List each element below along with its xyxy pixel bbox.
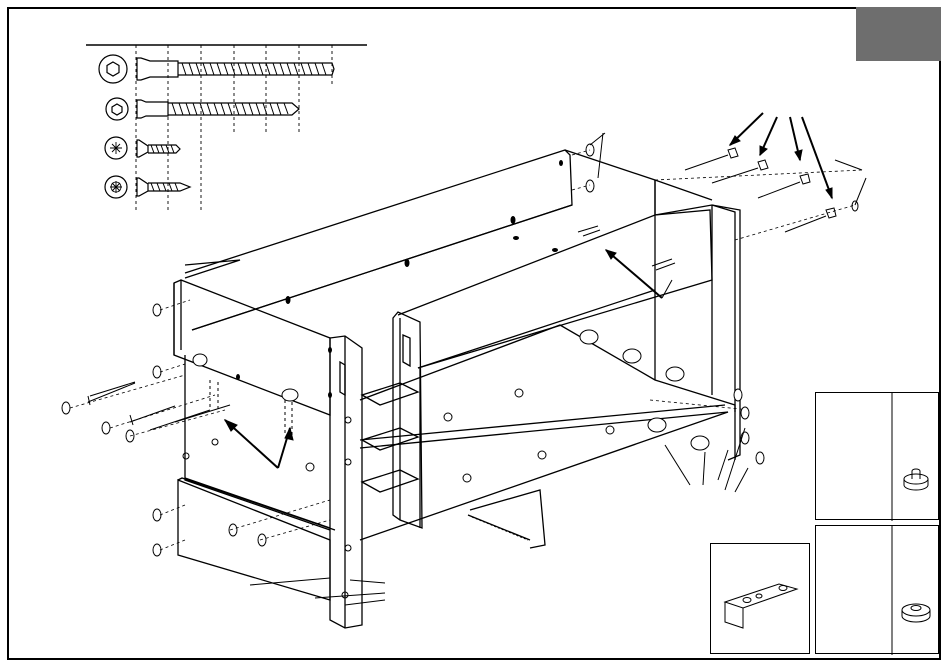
detail-cam-dowel-top	[815, 392, 939, 520]
right-screws	[572, 113, 866, 410]
confirmat-screw-short	[137, 100, 299, 118]
pozidriv-icon	[105, 176, 127, 198]
wood-screw-pointed	[137, 178, 190, 196]
lower-right-arrows	[250, 428, 748, 605]
cabinet-assembly	[174, 150, 740, 628]
bracket-icon	[711, 544, 811, 655]
cam-dowel-icon	[816, 393, 940, 521]
left-screws	[62, 300, 330, 556]
confirmat-screw-long	[137, 58, 334, 80]
detail-metal-bracket	[710, 543, 810, 654]
wood-screw-small	[137, 140, 180, 157]
hardware-legend	[86, 45, 367, 212]
hex-socket-icon	[106, 98, 128, 120]
cam-fitting-icon	[816, 526, 940, 655]
hex-socket-icon	[99, 55, 127, 83]
pozidriv-icon	[105, 137, 127, 159]
detail-cam-dowel-bottom	[815, 525, 939, 654]
shelf-holes	[183, 389, 614, 598]
